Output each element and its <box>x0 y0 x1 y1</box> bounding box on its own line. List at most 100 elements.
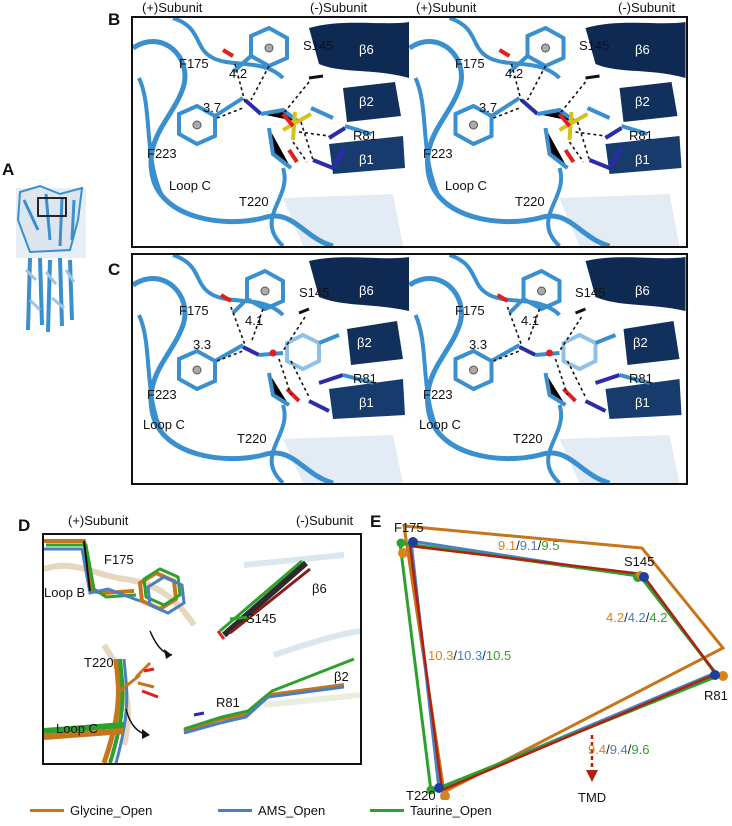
label-t220-b1: T220 <box>239 194 269 209</box>
subunit-minus-label-d: (-)Subunit <box>296 513 354 528</box>
label-b1-c2: β1 <box>635 395 650 410</box>
distance-part: / <box>453 648 457 663</box>
panel-label-a: A <box>2 160 15 179</box>
label-b1-b2: β1 <box>635 152 650 167</box>
distance-part: 4.2 <box>606 610 625 625</box>
distance-left-e: 10.3/10.3/10.5 <box>428 648 511 663</box>
label-b6-c2: β6 <box>635 283 650 298</box>
label-t220-d: T220 <box>84 655 114 670</box>
node-t220-orange <box>440 791 450 800</box>
label-loopc-c2: Loop C <box>419 417 461 432</box>
label-dist-c1-1: 4.1 <box>245 313 264 328</box>
legend-item-ams: AMS_Open <box>218 803 325 818</box>
label-f175-d: F175 <box>104 552 134 567</box>
label-loopc-c1: Loop C <box>143 417 185 432</box>
distance-part: 9.4 <box>588 742 607 757</box>
distance-right-e: 4.2/4.2/4.2 <box>606 610 667 625</box>
legend-swatch-glycine <box>30 809 64 812</box>
legend-item-taurine: Taurine_Open <box>370 803 492 818</box>
label-b2-b1: β2 <box>359 94 374 109</box>
label-dist-b1-1: 4.2 <box>229 66 248 81</box>
label-f175-c1: F175 <box>179 303 209 318</box>
label-b2-c1: β2 <box>357 335 372 350</box>
panel-label-b: B <box>108 10 121 29</box>
quad-ams <box>409 539 718 792</box>
node-r81-orange <box>718 671 728 681</box>
legend-swatch-taurine <box>370 809 404 812</box>
binding-site-structure-c-right <box>409 255 686 483</box>
distance-part: 9.6 <box>631 742 650 757</box>
distance-part: 9.4 <box>609 742 628 757</box>
node-f175-green <box>396 538 406 548</box>
label-f175-b2: F175 <box>455 56 485 71</box>
node-r81-blue <box>710 670 720 680</box>
label-s145-b2: S145 <box>579 38 610 53</box>
label-s145-b1: S145 <box>303 38 334 53</box>
distance-part: 10.3 <box>456 648 483 663</box>
subunit-plus-label-b1: (+)Subunit <box>142 0 203 15</box>
label-dist-b2-1: 4.2 <box>505 66 524 81</box>
panel-c-frame: F175 4.1 S145 β6 3.3 β2 R81 F223 β1 Loop… <box>131 253 688 485</box>
label-b6-b1: β6 <box>359 42 374 57</box>
subunit-plus-label-d: (+)Subunit <box>68 513 129 528</box>
label-b6-c1: β6 <box>359 283 374 298</box>
label-t220-b2: T220 <box>515 194 545 209</box>
legend-swatch-ams <box>218 809 252 812</box>
label-s145-e: S145 <box>624 554 655 569</box>
quad-taurine <box>398 541 721 794</box>
label-loopb-d: Loop B <box>44 585 86 600</box>
label-f223-b2: F223 <box>423 146 453 161</box>
label-dist-c2-2: 3.3 <box>469 337 488 352</box>
label-f223-c2: F223 <box>423 387 453 402</box>
label-s145-c2: S145 <box>575 285 606 300</box>
distance-top-e: 9.1/9.1/9.5 <box>498 538 559 553</box>
label-r81-b2: R81 <box>629 128 653 143</box>
label-r81-c1: R81 <box>353 371 377 386</box>
label-loopc-b2: Loop C <box>445 178 487 193</box>
label-s145-c1: S145 <box>299 285 330 300</box>
panel-label-d: D <box>18 516 31 535</box>
label-f175-b1: F175 <box>179 56 209 71</box>
label-tmd-e: TMD <box>578 790 607 805</box>
label-loopc-b1: Loop C <box>169 178 211 193</box>
distance-part: / <box>516 538 520 553</box>
label-b1-b1: β1 <box>359 152 374 167</box>
label-b1-c1: β1 <box>359 395 374 410</box>
node-t220-green <box>426 785 436 795</box>
label-r81-b1: R81 <box>353 128 377 143</box>
label-t220-c1: T220 <box>237 431 267 446</box>
label-b2-c2: β2 <box>633 335 648 350</box>
label-dist-c1-2: 3.3 <box>193 337 212 352</box>
label-b2-b2: β2 <box>635 94 650 109</box>
label-dist-b2-2: 3.7 <box>479 100 498 115</box>
distance-part: 4.2 <box>627 610 646 625</box>
distance-part: 9.1 <box>519 538 538 553</box>
label-r81-d: R81 <box>216 695 240 710</box>
node-s145-blue <box>639 572 649 582</box>
label-dist-b1-2: 3.7 <box>203 100 222 115</box>
panel-b-frame: F175 4.2 S145 β6 3.7 β2 R81 F223 β1 Loop… <box>131 16 688 248</box>
label-f175-c2: F175 <box>455 303 485 318</box>
node-t220-blue <box>434 783 444 793</box>
label-t220-c2: T220 <box>513 431 543 446</box>
binding-site-structure-b-right <box>409 18 686 246</box>
legend-label-taurine: Taurine_Open <box>410 803 492 818</box>
distance-part: / <box>645 610 650 625</box>
binding-site-structure-c-left <box>133 255 409 483</box>
panel-d-frame: F175 Loop B β6 S145 T220 β2 R81 Loop C <box>42 533 362 765</box>
panel-label-e: E <box>370 512 382 531</box>
label-b6-d: β6 <box>312 581 327 596</box>
label-f223-b1: F223 <box>147 146 177 161</box>
receptor-overview-image <box>16 184 86 333</box>
subunit-minus-label-b1: (-)Subunit <box>310 0 368 15</box>
label-loopc-d: Loop C <box>56 721 98 736</box>
distance-part: / <box>606 742 610 757</box>
label-r81-c2: R81 <box>629 371 653 386</box>
distance-part: 9.1 <box>498 538 517 553</box>
label-b2-d: β2 <box>334 669 349 684</box>
label-f175-e: F175 <box>394 520 424 535</box>
legend-label-glycine: Glycine_Open <box>70 803 153 818</box>
distance-part: 4.2 <box>649 610 668 625</box>
distance-part: 10.3 <box>428 648 454 663</box>
subunit-minus-label-b2: (-)Subunit <box>618 0 676 15</box>
